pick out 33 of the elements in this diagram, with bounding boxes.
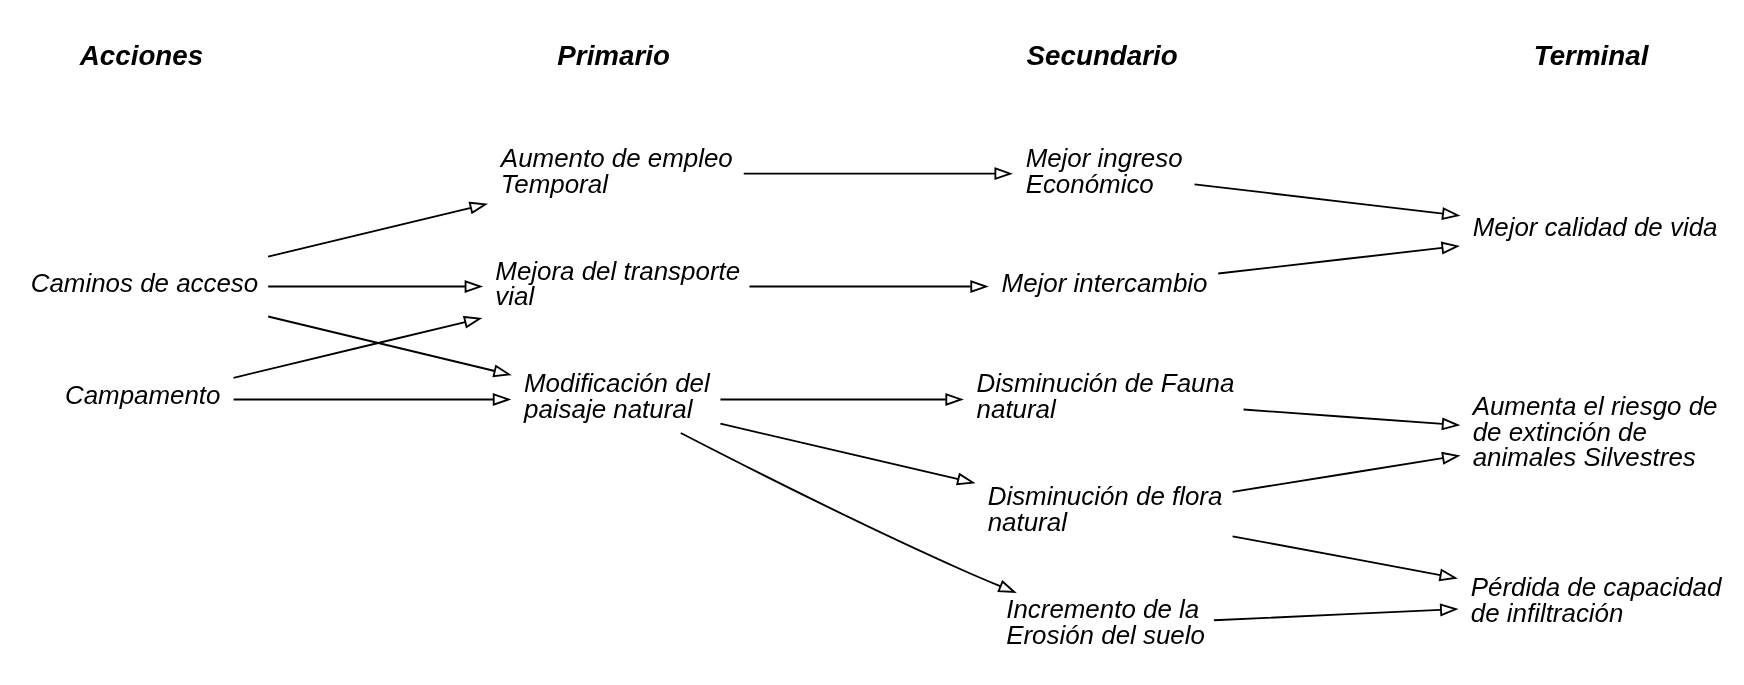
arrow bbox=[742, 166, 1013, 180]
node-text: Mejor intercambio bbox=[1001, 268, 1208, 297]
node-text: Pérdida de capacidad de infiltración bbox=[1470, 572, 1722, 627]
arrow bbox=[1231, 451, 1461, 493]
label: Primario bbox=[557, 39, 670, 71]
arrow bbox=[232, 392, 512, 406]
node-text: Disminución de Fauna natural bbox=[976, 368, 1235, 423]
node-text: Aumenta el riesgo de de extinción de animales Silvestres bbox=[1472, 391, 1718, 471]
node-text: Mejor calidad de vida bbox=[1472, 212, 1718, 241]
node-text: Caminos de acceso bbox=[30, 268, 259, 297]
label: Terminal bbox=[1533, 39, 1649, 71]
arrow bbox=[267, 201, 489, 257]
arrow bbox=[232, 315, 483, 379]
arrow bbox=[719, 422, 976, 485]
arrow bbox=[1217, 241, 1460, 274]
arrow bbox=[267, 315, 512, 377]
arrow bbox=[1242, 408, 1461, 430]
label: Acciones bbox=[79, 39, 204, 71]
node-text: Disminución de flora natural bbox=[987, 481, 1223, 536]
label: Secundario bbox=[1026, 39, 1178, 71]
arrow bbox=[1193, 182, 1461, 220]
arrow bbox=[267, 279, 484, 293]
node-text: Modificación del paisaje natural bbox=[524, 368, 710, 423]
node-text: Mejor ingreso Económico bbox=[1025, 143, 1183, 198]
arrow bbox=[719, 392, 964, 406]
arrow bbox=[748, 279, 989, 293]
node-text: Aumento de empleo Temporal bbox=[500, 143, 733, 198]
node-text: Mejora del transporte vial bbox=[495, 256, 741, 310]
arrow bbox=[1213, 602, 1459, 621]
node-text: Campamento bbox=[64, 380, 221, 409]
arrow bbox=[679, 431, 1017, 593]
node-text: Incremento de la Erosión del suelo bbox=[1006, 594, 1205, 649]
arrow bbox=[1231, 534, 1458, 581]
